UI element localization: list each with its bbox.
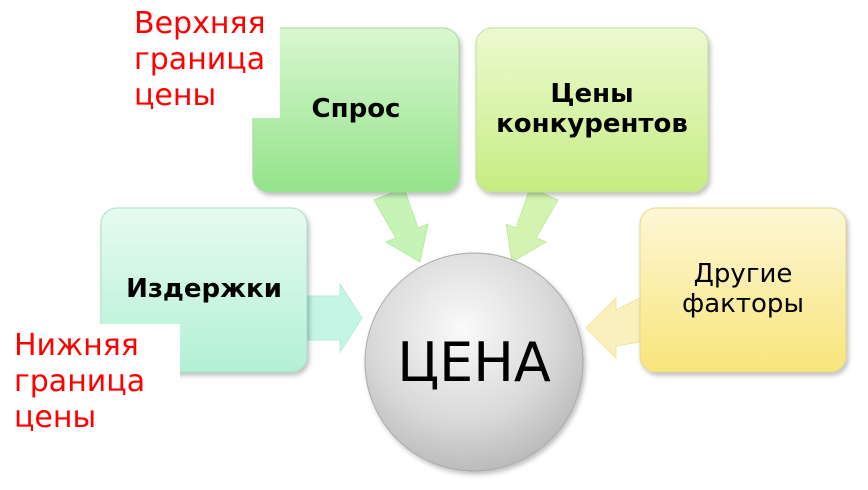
lower-bound-line2: граница xyxy=(14,364,146,399)
arrow-costs xyxy=(307,282,363,354)
arrow-competitors xyxy=(505,187,559,263)
other-text-line2: факторы xyxy=(682,289,804,319)
competitors-text-line2: конкурентов xyxy=(496,109,688,139)
price-text: ЦЕНА xyxy=(397,330,551,394)
demand-label: Спрос xyxy=(253,28,459,192)
upper-bound-line2: граница xyxy=(134,42,266,77)
demand-text: Спрос xyxy=(311,94,401,125)
arrow-demand xyxy=(373,187,429,263)
competitors-box xyxy=(475,27,709,193)
arrow-other xyxy=(585,296,641,360)
price-circle xyxy=(364,252,584,472)
upper-bound-line3: цены xyxy=(134,78,217,113)
upper-bound-line1: Верхняя xyxy=(134,6,266,41)
costs-label: Издержки xyxy=(101,208,307,372)
other-text-line1: Другие xyxy=(693,259,793,290)
other-factors-box xyxy=(639,207,847,373)
competitors-label: Цены конкурентов xyxy=(476,28,708,192)
lower-bound-line3: цены xyxy=(14,400,97,435)
costs-text: Издержки xyxy=(126,274,282,305)
price-label: ЦЕНА xyxy=(365,253,583,471)
competitors-text-line1: Цены xyxy=(550,79,634,110)
lower-bound-line1: Нижняя xyxy=(14,328,139,363)
lower-bound-label: Нижняя граница цены xyxy=(8,324,180,440)
upper-bound-label: Верхняя граница цены xyxy=(128,2,280,118)
other-factors-label: Другие факторы xyxy=(640,208,846,372)
